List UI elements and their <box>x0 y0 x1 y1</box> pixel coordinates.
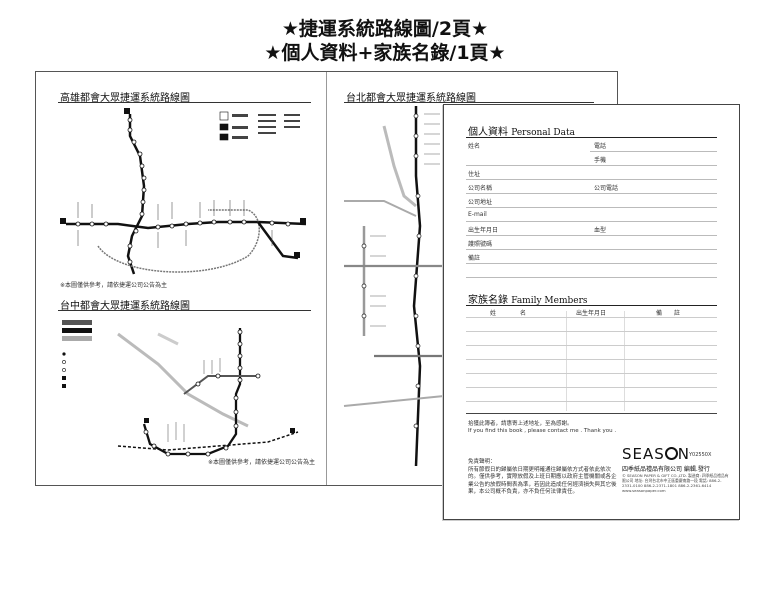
field-line-remarks[interactable] <box>466 263 717 264</box>
family-title-en: Family Members <box>511 296 588 306</box>
field-line-remarks-2[interactable] <box>466 277 717 278</box>
field-line-company-address[interactable] <box>466 207 717 208</box>
headline-personal: ★個人資料+家族名錄/1頁★ <box>264 42 506 64</box>
family-row[interactable] <box>466 331 717 332</box>
field-label-company-phone: 公司電話 <box>594 185 619 192</box>
family-title-rule <box>466 305 717 306</box>
field-line-birthday[interactable] <box>466 235 717 236</box>
field-label-blood: 血型 <box>594 227 607 234</box>
disclaimer-block: 免責聲明： 所有節假日的歸屬依日期更明確通往歸屬依方式者依此依次的。僅供參考，實… <box>468 459 618 497</box>
field-line-address[interactable] <box>466 179 717 180</box>
family-col-divider-2 <box>624 311 625 411</box>
family-row[interactable] <box>466 387 717 388</box>
company-contact: © SEASON PAPER & GIFT CO.,LTD. 製造商: 四季紙品… <box>622 473 729 493</box>
taichung-map-title: 台中都會大眾捷運系統路線圖 <box>60 301 190 312</box>
personal-title-en: Personal Data <box>511 128 575 138</box>
field-label-passport: 護照號碼 <box>468 241 493 248</box>
product-code: Y02550X <box>689 452 712 458</box>
family-col-divider-1 <box>566 311 567 411</box>
personal-title-zh: 個人資料 <box>468 127 508 138</box>
kaohsiung-mrt-map <box>60 108 307 275</box>
family-row[interactable] <box>466 373 717 374</box>
season-logo-o-icon <box>664 447 678 460</box>
disclaimer-title: 免責聲明： <box>468 459 496 465</box>
family-row[interactable] <box>466 317 717 318</box>
kaohsiung-title-rule <box>58 102 311 103</box>
family-row[interactable] <box>466 401 717 402</box>
taipei-map-title: 台北都會大眾捷運系統路線圖 <box>346 93 476 104</box>
personal-data-title: 個人資料 Personal Data <box>468 123 575 138</box>
finder-message-en: If you find this book , please contact m… <box>468 428 617 434</box>
family-table-bottom-rule <box>466 413 717 414</box>
field-label-company: 公司名稱 <box>468 185 493 192</box>
field-label-address: 住址 <box>468 171 481 178</box>
disclaimer-body: 所有節假日的歸屬依日期更明確通往歸屬依方式者依此依次的。僅供參考，實際放假及上班… <box>468 466 617 496</box>
field-line-phone <box>590 151 717 152</box>
field-label-company-address: 公司地址 <box>468 199 493 206</box>
field-line-mobile[interactable] <box>466 165 717 166</box>
field-line-email[interactable] <box>466 221 717 222</box>
company-name: 四季紙品禮品有限公司 編輯.發行 <box>622 466 710 473</box>
family-row[interactable] <box>466 345 717 346</box>
taichung-disclaimer: ※本圖僅供參考，請依捷運公司公告為主 <box>208 459 316 466</box>
family-header-notes: 備 註 <box>656 310 681 317</box>
field-line-company[interactable] <box>466 193 717 194</box>
taipei-title-rule <box>344 102 594 103</box>
field-label-birthday: 出生年月日 <box>468 227 499 234</box>
field-label-name: 姓名 <box>468 143 481 150</box>
kaohsiung-map-title: 高雄都會大眾捷運系統路線圖 <box>60 93 190 104</box>
season-logo-text: SEAS <box>622 445 665 463</box>
field-label-remarks: 備註 <box>468 255 481 262</box>
taichung-mrt-map <box>62 320 299 457</box>
kaohsiung-disclaimer: ※本圖僅供參考，請依捷運公司公告為主 <box>60 282 168 289</box>
family-header-birthday: 出生年月日 <box>576 310 607 317</box>
family-title-zh: 家族名錄 <box>468 295 508 306</box>
personal-title-rule <box>466 137 717 138</box>
family-header-name: 姓 名 <box>490 310 527 317</box>
field-line-passport[interactable] <box>466 249 717 250</box>
finder-message-zh: 拾獲此簿者，請惠寄上述地址，至為感謝。 <box>468 421 573 427</box>
spine-divider <box>326 72 327 485</box>
field-label-email: E-mail <box>468 211 487 218</box>
headline-maps: ★捷運系統路線圖/2頁★ <box>281 18 489 40</box>
personal-data-page: 個人資料 Personal Data 姓名 電話 手機 住址 公司名稱 公司電話… <box>443 104 740 520</box>
taipei-mrt-map <box>343 106 445 467</box>
family-row[interactable] <box>466 359 717 360</box>
field-label-phone: 電話 <box>594 143 607 150</box>
taichung-title-rule <box>58 310 311 311</box>
family-title: 家族名錄 Family Members <box>468 291 588 306</box>
field-label-mobile: 手機 <box>594 157 607 164</box>
